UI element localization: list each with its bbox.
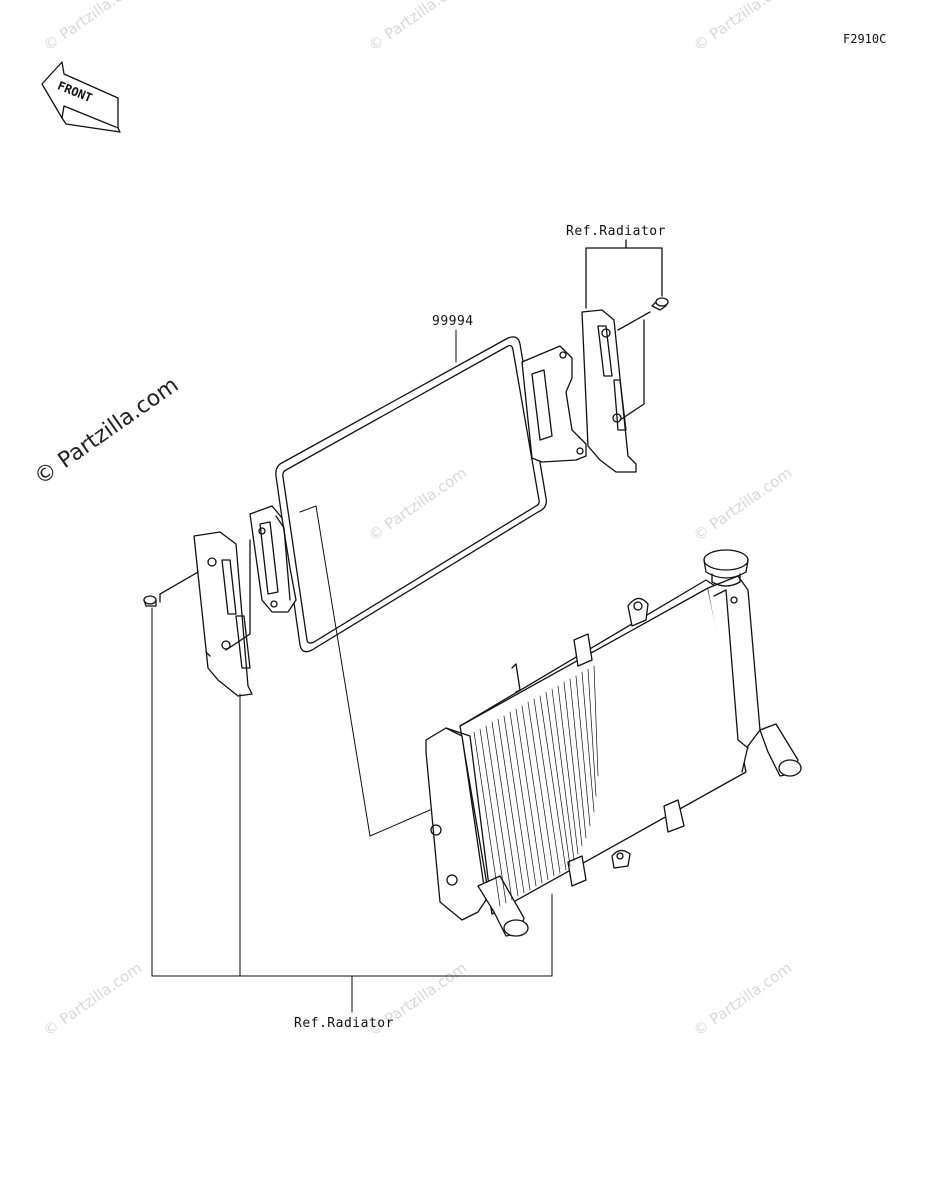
front-arrow-icon: FRONT xyxy=(41,61,121,133)
left-mount-plate xyxy=(159,531,253,697)
radiator-body xyxy=(425,549,802,937)
ref-radiator-bottom-label[interactable]: Ref.Radiator xyxy=(294,1016,394,1031)
left-bolt-icon xyxy=(143,595,157,607)
right-bracket-inner xyxy=(521,345,587,463)
leader-lines xyxy=(151,329,553,1013)
radiator-grille xyxy=(275,336,547,653)
right-bolt-icon xyxy=(651,297,669,311)
figure-code: F2910C xyxy=(843,32,887,46)
part-number-label[interactable]: 99994 xyxy=(432,314,474,329)
ref-radiator-top-label[interactable]: Ref.Radiator xyxy=(566,224,666,239)
left-bracket-inner xyxy=(249,505,297,613)
right-mount-plate xyxy=(581,239,663,473)
radiator-core-fins xyxy=(473,665,599,907)
